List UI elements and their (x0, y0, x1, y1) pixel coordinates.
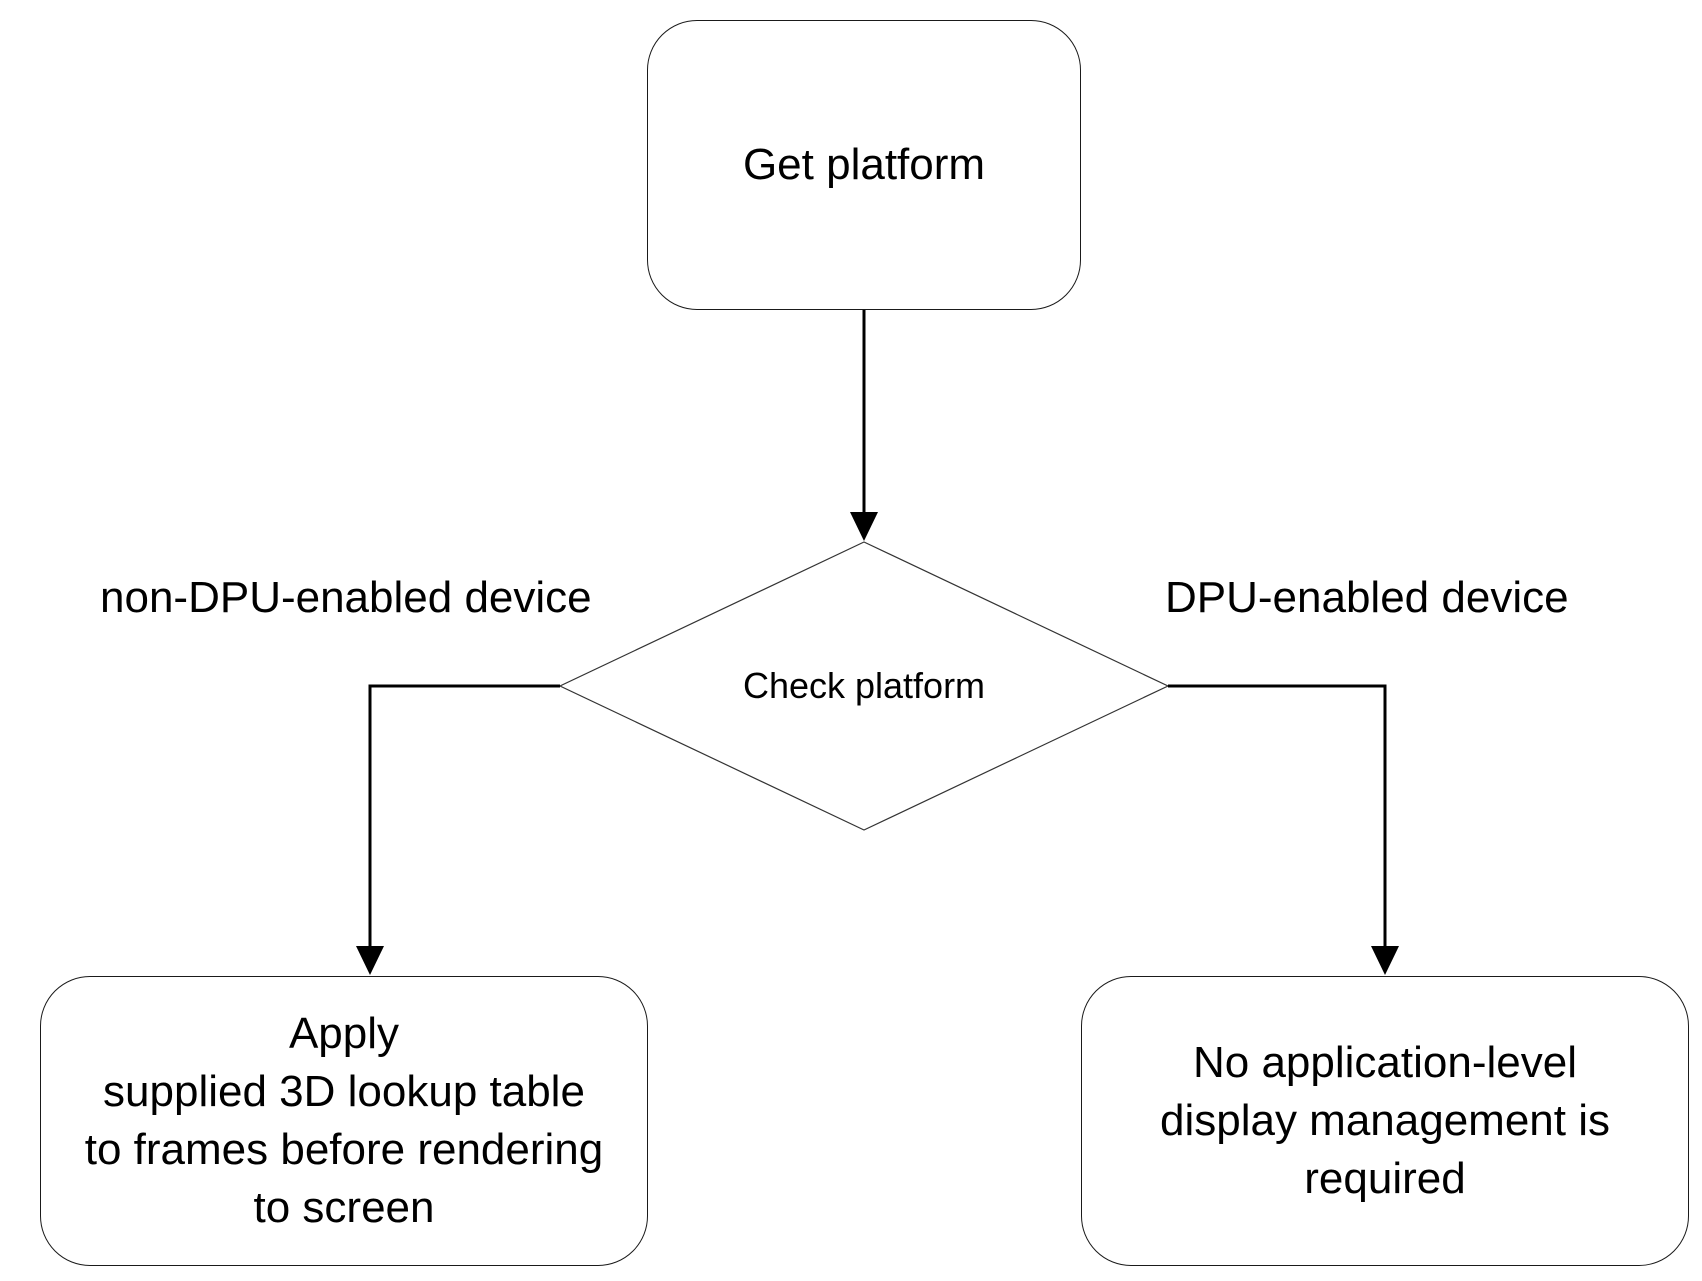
connector-decision-to-left (370, 686, 560, 948)
left-result-node-label: Apply supplied 3D lookup table to frames… (85, 1005, 604, 1237)
start-node: Get platform (647, 20, 1081, 310)
right-result-node: No application-level display management … (1081, 976, 1689, 1266)
decision-node-label: Check platform (564, 666, 1164, 706)
branch-label-right: DPU-enabled device (1165, 573, 1569, 623)
arrowhead-decision-to-left (356, 946, 384, 975)
arrowhead-decision-to-right (1371, 946, 1399, 975)
arrowhead-start-to-decision (850, 512, 878, 541)
branch-label-left: non-DPU-enabled device (100, 573, 592, 623)
connector-decision-to-right (1168, 686, 1385, 948)
left-result-node: Apply supplied 3D lookup table to frames… (40, 976, 648, 1266)
right-result-node-label: No application-level display management … (1160, 1034, 1610, 1208)
start-node-label: Get platform (743, 136, 985, 194)
